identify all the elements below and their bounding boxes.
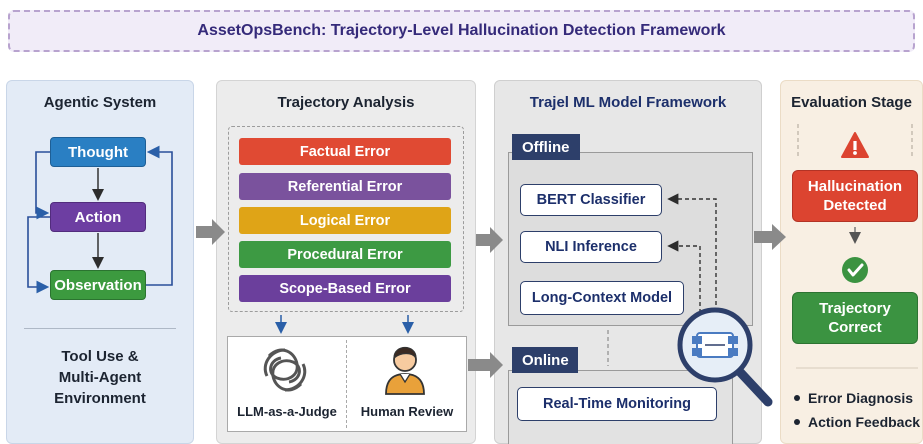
offline-tag: Offline [512, 134, 580, 160]
framework-title-banner: AssetOpsBench: Trajectory-Level Hallucin… [8, 10, 915, 52]
list-item: Error Diagnosis [794, 386, 923, 410]
review-methods-box [227, 336, 467, 432]
title-bold: AssetOpsBench: [197, 22, 327, 39]
tool-use-caption: Tool Use & Multi-Agent Environment [20, 346, 180, 409]
review-divider [346, 340, 347, 428]
trajectory-to-model-arrow [476, 227, 503, 253]
error-taxonomy-frame [228, 126, 464, 312]
observation-box: Observation [50, 270, 146, 300]
agentic-to-trajectory-arrow [196, 219, 225, 245]
correct-line-1: Trajectory [819, 300, 891, 317]
llm-judge-label: LLM-as-a-Judge [237, 404, 337, 419]
long-context-model-box: Long-Context Model [520, 281, 684, 315]
model-to-evaluation-arrow [754, 224, 786, 250]
bert-classifier-box: BERT Classifier [520, 184, 662, 216]
thought-loop-left [35, 151, 50, 220]
evaluation-stage-title: Evaluation Stage [791, 94, 912, 111]
agentic-divider [24, 328, 176, 329]
hallucination-line-1: Hallucination [807, 178, 903, 195]
observation-to-thought-loop [146, 145, 173, 286]
hallucination-line-2: Detected [823, 197, 887, 214]
tool-line-1: Tool Use & [61, 348, 139, 365]
evaluation-outcomes-list: Error Diagnosis Action Feedback [794, 386, 923, 434]
model-framework-title: Trajel ML Model Framework [529, 94, 727, 111]
nli-inference-box: NLI Inference [520, 231, 662, 263]
scope-based-error-label: Scope-Based Error [239, 275, 451, 302]
referential-error-label: Referential Error [239, 173, 451, 200]
title-rest: Trajectory-Level Hallucination Detection… [326, 22, 726, 39]
factual-error-label: Factual Error [239, 138, 451, 165]
trajectory-correct-box: Trajectory Correct [792, 292, 918, 344]
correct-line-2: Correct [828, 319, 882, 336]
procedural-error-label: Procedural Error [239, 241, 451, 268]
check-circle-icon [842, 257, 868, 283]
feedback-to-nli-arrow [667, 240, 701, 320]
list-item: Action Feedback [794, 410, 923, 434]
neural-knot-icon [263, 348, 307, 392]
warning-icon [841, 132, 869, 158]
magnifier-icon [677, 307, 773, 407]
tool-line-3: Environment [54, 390, 146, 407]
action-feedback-item: Action Feedback [808, 414, 921, 430]
hallucination-detected-box: Hallucination Detected [792, 170, 918, 222]
human-review-label: Human Review [360, 404, 454, 419]
person-icon [385, 346, 425, 395]
feedback-to-bert-arrow [667, 193, 717, 340]
online-tag: Online [512, 347, 578, 373]
review-to-online-arrow [468, 352, 503, 378]
trajectory-analysis-title: Trajectory Analysis [277, 94, 415, 111]
tool-line-2: Multi-Agent [58, 369, 142, 386]
action-box: Action [50, 202, 146, 232]
error-diagnosis-item: Error Diagnosis [808, 390, 914, 406]
logical-error-label: Logical Error [239, 207, 451, 234]
agentic-system-title: Agentic System [43, 94, 157, 111]
thought-box: Thought [50, 137, 146, 167]
real-time-monitoring-box: Real-Time Monitoring [517, 387, 717, 421]
eval-bracket [797, 124, 913, 158]
action-loop-left [27, 216, 50, 294]
